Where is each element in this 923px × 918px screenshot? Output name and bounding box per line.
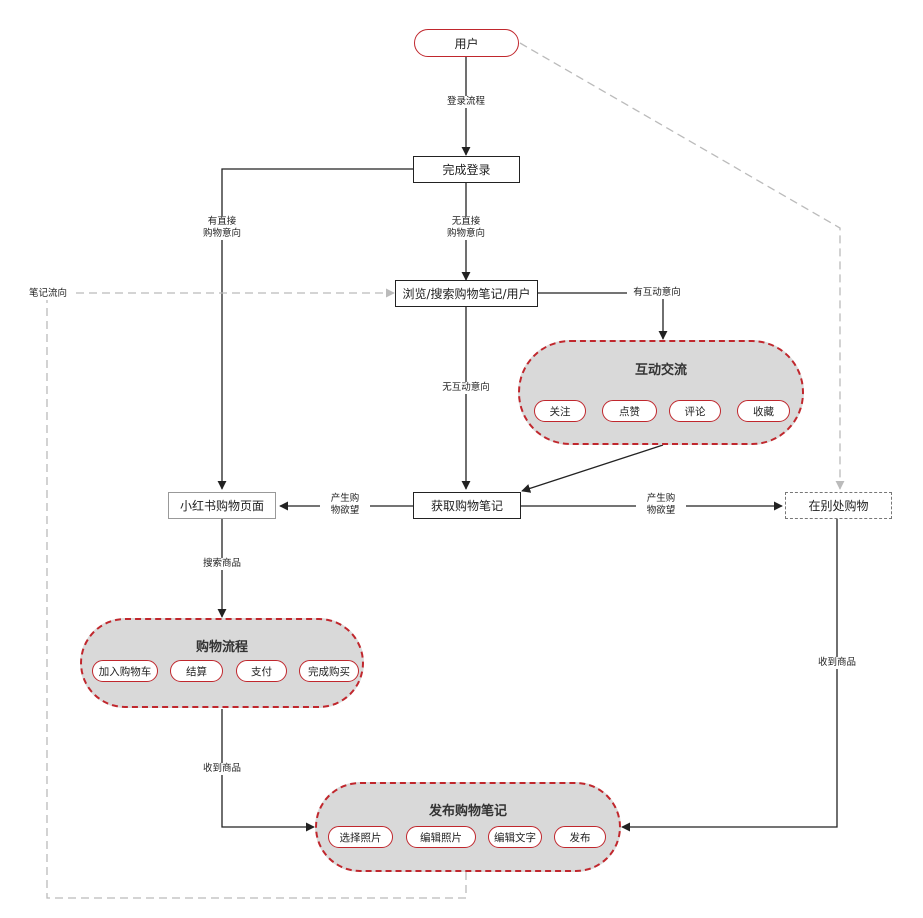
label-desire-left-text: 产生购 物欲望 xyxy=(330,493,360,516)
label-direct-intent: 有直接 购物意向 xyxy=(196,216,248,240)
label-direct-intent-text: 有直接 购物意向 xyxy=(202,216,241,239)
chip-collect: 收藏 xyxy=(737,400,790,422)
chip-like: 点赞 xyxy=(602,400,657,422)
chip-collect-label: 收藏 xyxy=(753,405,774,418)
chip-follow-label: 关注 xyxy=(549,405,571,418)
node-xhs-page: 小红书购物页面 xyxy=(168,492,276,519)
label-receive-left: 收到商品 xyxy=(196,763,248,775)
step-choose-photo-label: 选择照片 xyxy=(339,831,382,844)
node-xhs-page-label: 小红书购物页面 xyxy=(179,499,264,513)
label-login-flow: 登录流程 xyxy=(440,96,492,108)
label-search-goods: 搜索商品 xyxy=(196,558,248,570)
label-interact-intent: 有互动意向 xyxy=(627,287,687,299)
label-desire-left: 产生购 物欲望 xyxy=(320,493,370,517)
edge-browse-to-interact xyxy=(538,292,668,340)
node-get-note-label: 获取购物笔记 xyxy=(430,499,503,513)
label-note-flow: 笔记流向 xyxy=(22,288,74,300)
edge-login-to-xhs xyxy=(217,168,413,490)
step-edit-photo: 编辑照片 xyxy=(406,826,476,848)
step-edit-text-label: 编辑文字 xyxy=(494,831,536,844)
node-user-label: 用户 xyxy=(454,36,479,51)
edge-interact-to-getnote xyxy=(521,444,664,493)
edge-elsewhere-to-publish xyxy=(621,519,838,832)
label-desire-right-text: 产生购 物欲望 xyxy=(646,493,676,516)
chip-like-label: 点赞 xyxy=(619,405,640,418)
label-no-direct-intent-text: 无直接 购物意向 xyxy=(446,216,485,239)
edge-user-to-elsewhere xyxy=(519,42,845,490)
step-add-cart: 加入购物车 xyxy=(92,660,158,682)
chip-comment-label: 评论 xyxy=(684,405,706,418)
label-no-interact-intent: 无互动意向 xyxy=(436,382,496,394)
node-login-done-label: 完成登录 xyxy=(442,163,491,177)
label-desire-right: 产生购 物欲望 xyxy=(636,493,686,517)
step-publish-label: 发布 xyxy=(569,831,591,844)
label-no-direct-intent: 无直接 购物意向 xyxy=(440,216,492,240)
edge-shopping-to-publish xyxy=(221,709,315,832)
node-browse: 浏览/搜索购物笔记/用户 xyxy=(395,280,538,307)
step-choose-photo: 选择照片 xyxy=(328,826,393,848)
node-login-done: 完成登录 xyxy=(413,156,520,183)
node-elsewhere-label: 在别处购物 xyxy=(808,499,869,513)
step-complete: 完成购买 xyxy=(299,660,359,682)
group-shopping-title: 购物流程 xyxy=(195,640,248,655)
step-edit-photo-label: 编辑照片 xyxy=(420,831,462,844)
step-publish: 发布 xyxy=(554,826,606,848)
step-pay-label: 支付 xyxy=(251,665,272,678)
node-browse-label: 浏览/搜索购物笔记/用户 xyxy=(402,287,531,301)
node-user: 用户 xyxy=(414,29,519,57)
group-publish-title: 发布购物笔记 xyxy=(428,804,507,819)
step-complete-label: 完成购买 xyxy=(308,665,350,678)
group-interact: 互动交流 xyxy=(518,340,804,445)
edge-note-flow xyxy=(46,288,467,899)
step-add-cart-label: 加入购物车 xyxy=(98,665,152,678)
step-edit-text: 编辑文字 xyxy=(488,826,542,848)
label-receive-right: 收到商品 xyxy=(811,657,863,669)
group-interact-title: 互动交流 xyxy=(634,363,687,378)
chip-comment: 评论 xyxy=(669,400,721,422)
node-get-note: 获取购物笔记 xyxy=(413,492,521,519)
step-checkout: 结算 xyxy=(170,660,223,682)
chip-follow: 关注 xyxy=(534,400,586,422)
step-pay: 支付 xyxy=(236,660,287,682)
step-checkout-label: 结算 xyxy=(186,665,207,678)
node-elsewhere: 在别处购物 xyxy=(785,492,892,519)
